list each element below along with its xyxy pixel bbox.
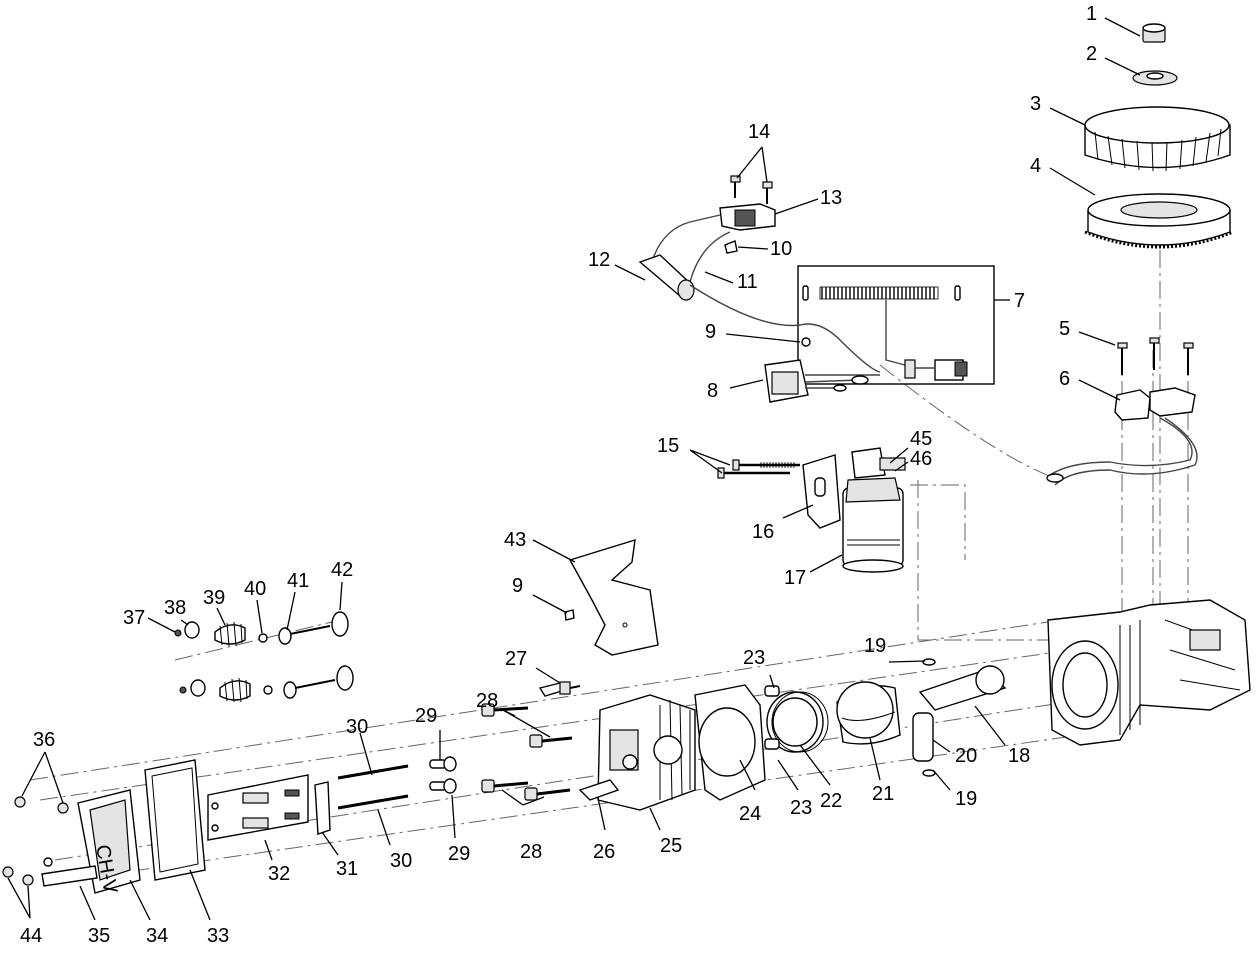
callout-34: 34 bbox=[146, 925, 168, 947]
callout-6: 6 bbox=[1059, 368, 1070, 390]
valve-train-upper bbox=[174, 611, 349, 647]
starter-bracket bbox=[802, 454, 841, 529]
head-gasket bbox=[694, 684, 766, 801]
circlip-top bbox=[922, 658, 936, 666]
callout-33: 33 bbox=[207, 925, 229, 947]
callout-39: 39 bbox=[203, 587, 225, 609]
callout-14: 14 bbox=[748, 121, 770, 143]
valve-cover-gasket bbox=[144, 759, 206, 881]
callout-labels: 1 2 3 4 5 6 7 8 9 10 11 12 13 14 15 16 1… bbox=[20, 3, 1097, 947]
ignition-coil bbox=[638, 203, 776, 301]
callout-21: 21 bbox=[872, 783, 894, 805]
flywheel-nut bbox=[1142, 23, 1166, 43]
guide-plate bbox=[314, 781, 331, 835]
callout-7: 7 bbox=[1014, 290, 1025, 312]
callout-19-upper: 19 bbox=[864, 635, 886, 657]
callout-22: 22 bbox=[820, 790, 842, 812]
callout-41: 41 bbox=[287, 570, 309, 592]
cover-bracket bbox=[41, 857, 98, 887]
shield-screw bbox=[564, 609, 575, 621]
rocker-arm-kit bbox=[207, 774, 309, 841]
rocker-studs bbox=[429, 756, 457, 794]
callout-30-upper: 30 bbox=[346, 716, 368, 738]
callout-10: 10 bbox=[770, 238, 792, 260]
callout-27: 27 bbox=[505, 648, 527, 670]
callout-40: 40 bbox=[244, 578, 266, 600]
callout-4: 4 bbox=[1030, 155, 1041, 177]
callout-3: 3 bbox=[1030, 93, 1041, 115]
stator-screws bbox=[1117, 337, 1194, 375]
valve-train-lower bbox=[179, 665, 354, 703]
callout-12: 12 bbox=[588, 249, 610, 271]
callout-30-lower: 30 bbox=[390, 850, 412, 872]
callout-31: 31 bbox=[336, 858, 358, 880]
callout-16: 16 bbox=[752, 521, 774, 543]
heat-shield bbox=[568, 539, 659, 656]
exhaust-gasket bbox=[578, 779, 620, 801]
callout-15: 15 bbox=[657, 435, 679, 457]
callout-9-upper: 9 bbox=[705, 321, 716, 343]
callout-43: 43 bbox=[504, 529, 526, 551]
engine-block bbox=[1047, 599, 1251, 746]
dowel-pins bbox=[764, 685, 780, 750]
starter-bolts bbox=[717, 459, 800, 479]
callout-19-lower: 19 bbox=[955, 788, 977, 810]
callout-46: 46 bbox=[910, 448, 932, 470]
callout-38: 38 bbox=[164, 597, 186, 619]
callout-13: 13 bbox=[820, 187, 842, 209]
callout-28-lower: 28 bbox=[520, 841, 542, 863]
callout-37: 37 bbox=[123, 607, 145, 629]
callout-45: 45 bbox=[910, 428, 932, 450]
starter-motor bbox=[842, 447, 906, 573]
callout-23-upper: 23 bbox=[743, 647, 765, 669]
callout-35: 35 bbox=[88, 925, 110, 947]
flywheel-washer bbox=[1132, 70, 1178, 86]
cover-screws bbox=[2, 796, 69, 886]
connecting-rod bbox=[918, 665, 1007, 711]
callout-42: 42 bbox=[331, 559, 353, 581]
fan-cooling bbox=[1084, 106, 1231, 172]
callout-11: 11 bbox=[737, 271, 758, 293]
regulator-module bbox=[764, 359, 880, 403]
callout-23-lower: 23 bbox=[790, 797, 812, 819]
coil-screws bbox=[730, 175, 773, 204]
callout-26: 26 bbox=[593, 841, 615, 863]
piston bbox=[836, 681, 901, 745]
callout-36: 36 bbox=[33, 729, 55, 751]
callout-44: 44 bbox=[20, 925, 42, 947]
callout-20: 20 bbox=[955, 745, 977, 767]
callout-29-lower: 29 bbox=[448, 843, 470, 865]
head-bolts bbox=[481, 703, 573, 801]
callout-32: 32 bbox=[268, 863, 290, 885]
callout-28-upper: 28 bbox=[476, 690, 498, 712]
callout-25: 25 bbox=[660, 835, 682, 857]
piston-pin bbox=[912, 712, 934, 762]
callout-29-upper: 29 bbox=[415, 705, 437, 727]
wire-harness-box bbox=[797, 265, 995, 385]
stator-coil bbox=[1046, 387, 1198, 486]
cylinder-head bbox=[597, 694, 696, 811]
callout-1: 1 bbox=[1086, 3, 1097, 25]
small-nut bbox=[801, 337, 811, 347]
piston-rings bbox=[766, 691, 829, 753]
push-rods bbox=[337, 764, 409, 810]
flywheel bbox=[1084, 193, 1234, 249]
callout-24: 24 bbox=[739, 803, 761, 825]
callout-8: 8 bbox=[707, 380, 718, 402]
callout-5: 5 bbox=[1059, 318, 1070, 340]
leader-lines bbox=[7, 17, 1141, 921]
callout-9-lower: 9 bbox=[512, 575, 523, 597]
callout-18: 18 bbox=[1008, 745, 1030, 767]
ignition-wire bbox=[689, 284, 881, 373]
spark-plug bbox=[538, 681, 581, 697]
callout-2: 2 bbox=[1086, 43, 1097, 65]
callout-17: 17 bbox=[784, 567, 806, 589]
